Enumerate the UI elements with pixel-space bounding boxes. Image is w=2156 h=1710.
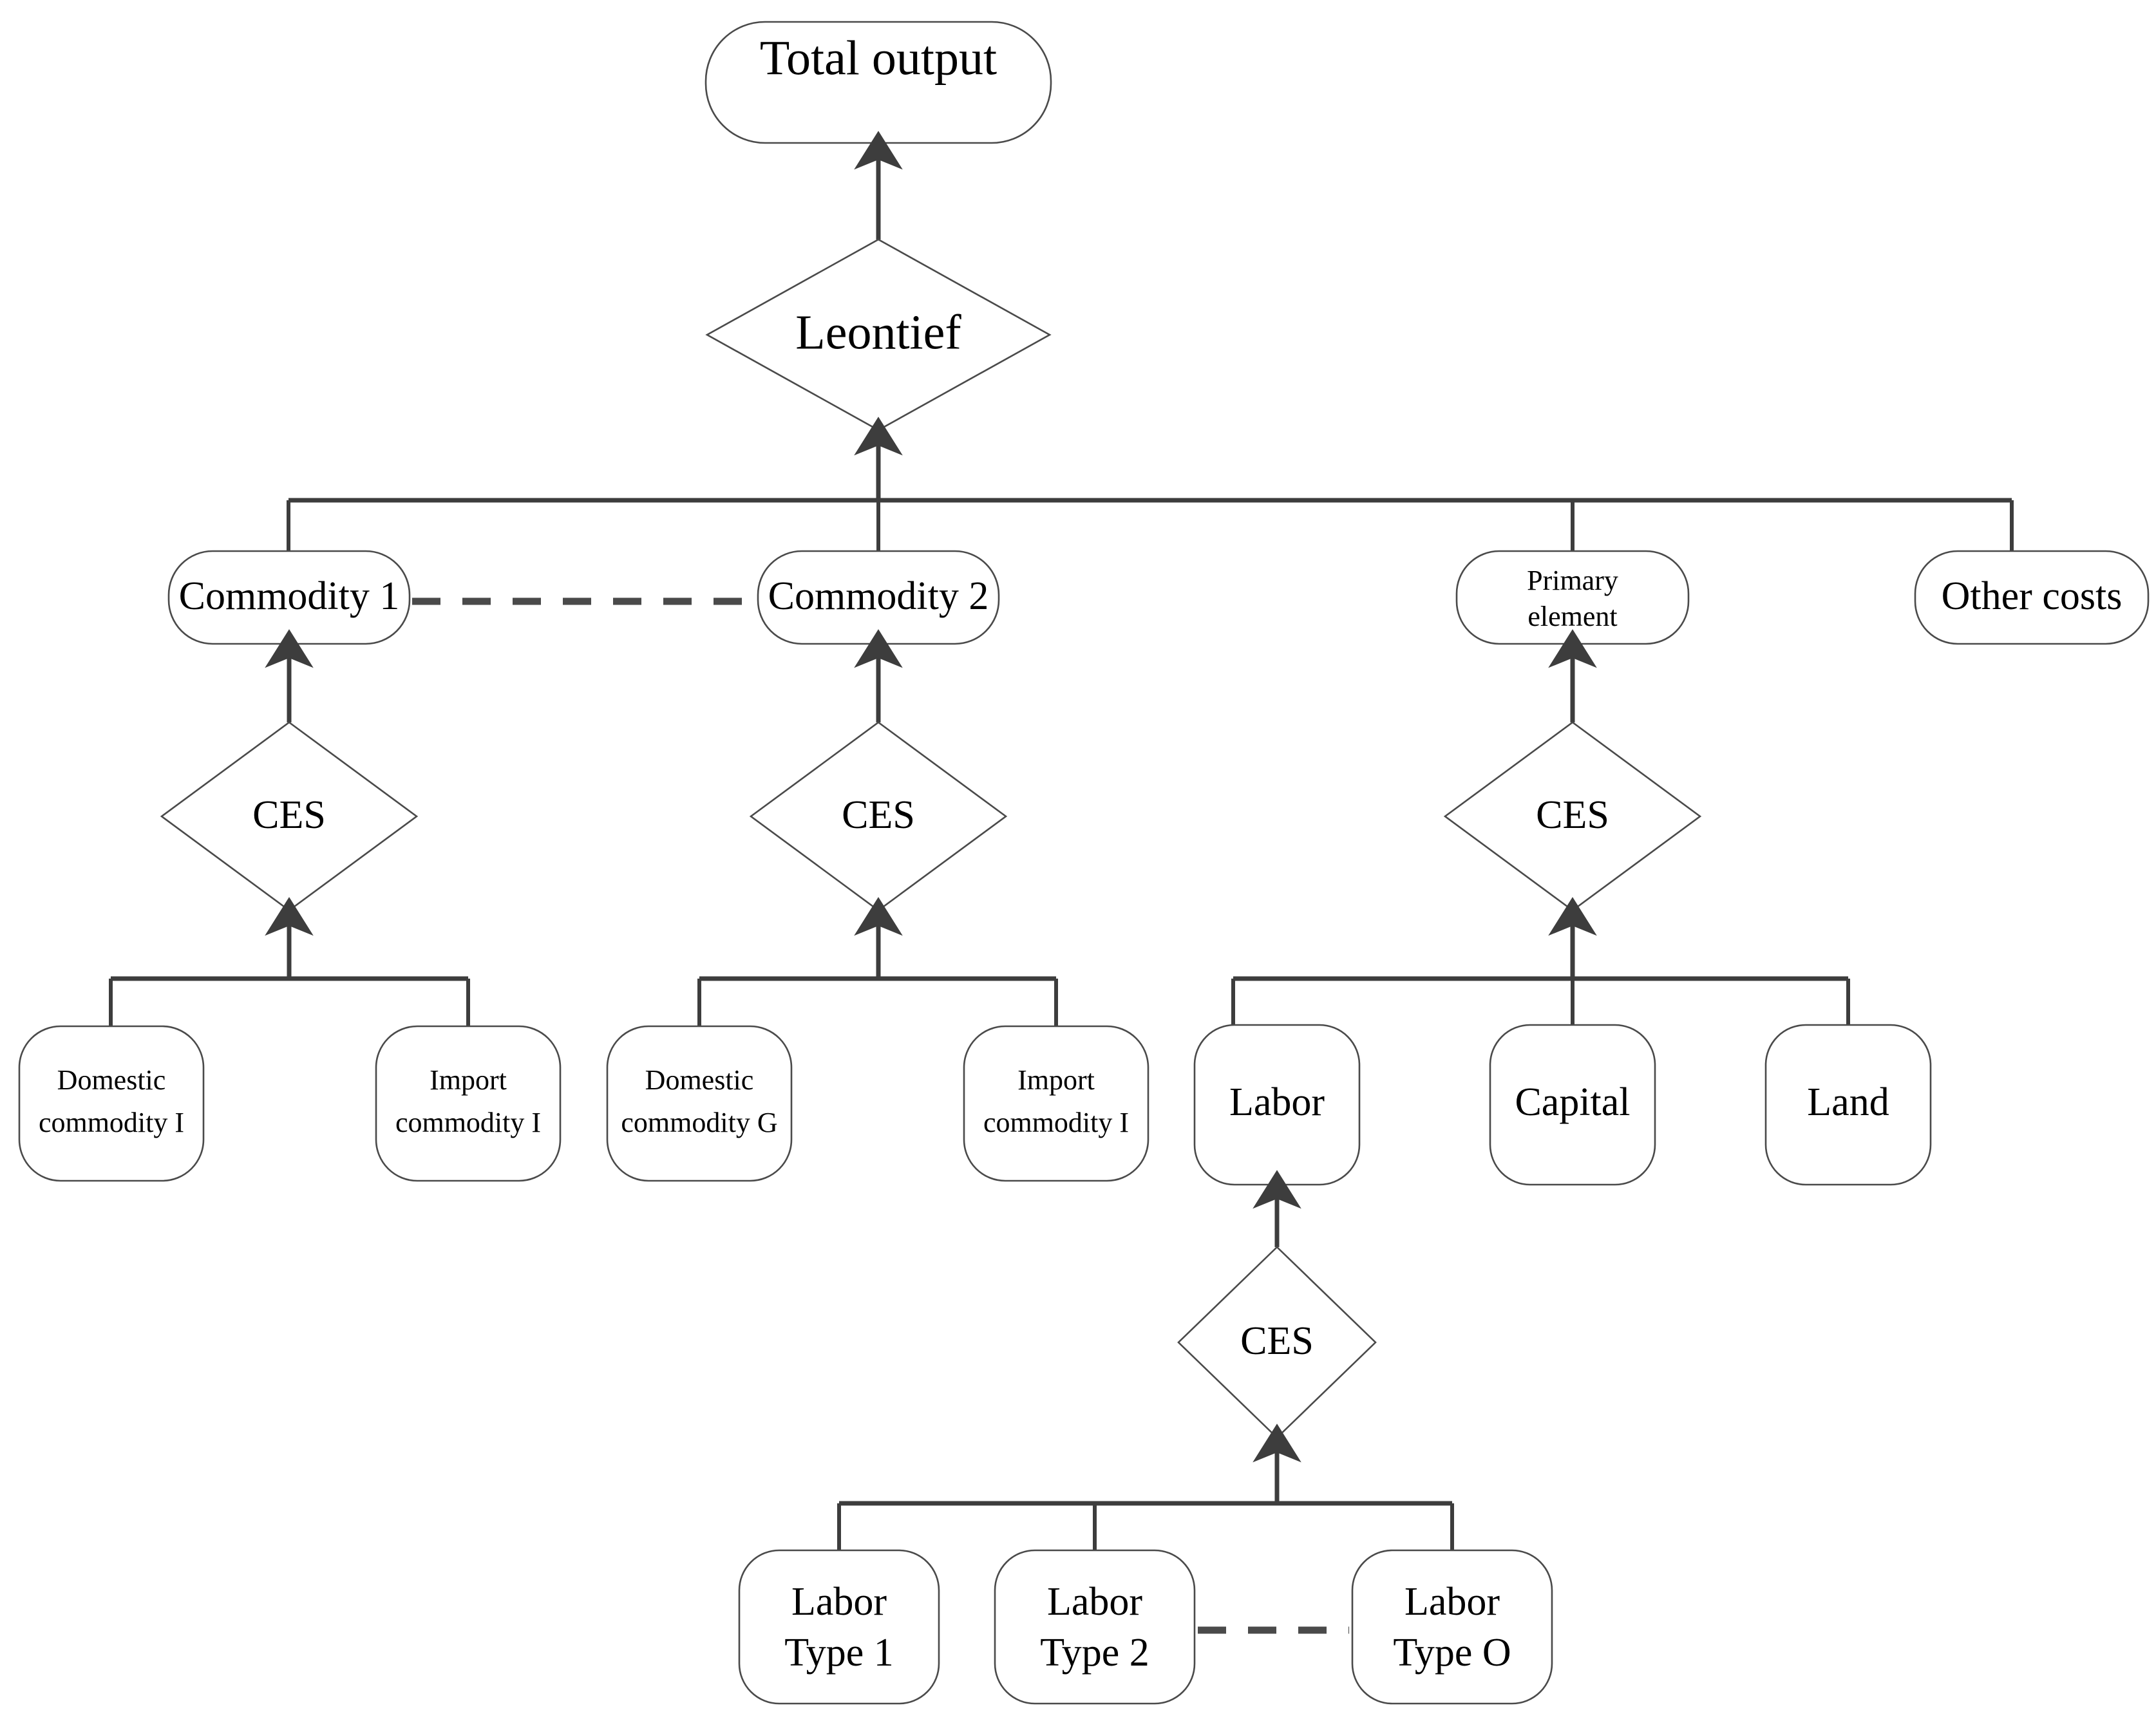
ces-commodity-2-label: CES [842,793,915,837]
node-domestic-commodity-g[interactable]: Domestic commodity G [606,1025,793,1182]
ces-labor-label: CES [1240,1319,1314,1363]
node-total-output[interactable]: Total output [704,21,1052,144]
node-import-commodity-i[interactable]: Import commodity I [375,1025,562,1182]
import-commodity-i-label-line1: Import [430,1064,507,1096]
ces-commodity-1-label: CES [252,793,326,837]
node-labor-type-1[interactable]: Labor Type 1 [738,1549,940,1705]
import-commodity-i-shape [375,1025,562,1182]
domestic-commodity-i-shape [18,1025,205,1182]
labor-type-1-shape [738,1549,940,1705]
import-commodity-i-2-label-line2: commodity I [983,1107,1129,1138]
node-ces-commodity-1[interactable]: CES [160,721,419,912]
connector-ces-primary-children [1231,976,1850,1025]
labor-type-o-shape [1351,1549,1553,1705]
land-shape [1764,1024,1932,1186]
domestic-commodity-i-label-line2: commodity I [39,1107,184,1138]
node-commodity-1[interactable]: Commodity 1 [167,550,411,645]
connector-ces-labor-children [837,1501,1454,1550]
other-costs-label: Other costs [1942,574,2123,618]
domestic-commodity-i-label-line1: Domestic [57,1064,166,1096]
node-primary-element[interactable]: Primary element [1455,550,1690,645]
primary-element-label-line2: element [1527,601,1617,632]
leontief-label: Leontief [795,305,961,359]
labor-type-2-label-line2: Type 2 [1040,1631,1149,1675]
domestic-commodity-g-label-line1: Domestic [645,1064,754,1096]
land-label: Land [1807,1080,1889,1124]
node-ces-labor[interactable]: CES [1177,1246,1377,1439]
node-leontief[interactable]: Leontief [705,238,1052,431]
node-capital[interactable]: Capital [1489,1024,1656,1186]
import-commodity-i-2-label-line1: Import [1017,1064,1095,1096]
import-commodity-i-2-shape [963,1025,1149,1182]
domestic-commodity-g-shape [606,1025,793,1182]
labor-label: Labor [1229,1080,1325,1124]
labor-type-o-label-line2: Type O [1393,1631,1511,1675]
connector-ces-commodity-1-children [109,976,470,1026]
other-costs-shape [1914,550,2150,645]
total-output-label: Total output [760,31,997,85]
import-commodity-i-label-line2: commodity I [395,1107,541,1138]
labor-type-1-label-line2: Type 1 [784,1631,894,1675]
node-labor[interactable]: Labor [1193,1024,1361,1186]
node-ces-commodity-2[interactable]: CES [749,721,1008,912]
node-land[interactable]: Land [1764,1024,1932,1186]
labor-type-o-label-line1: Labor [1404,1580,1500,1624]
node-commodity-2[interactable]: Commodity 2 [757,550,1000,645]
node-ces-primary[interactable]: CES [1443,721,1702,912]
primary-element-label-line1: Primary [1527,565,1618,596]
node-labor-type-o[interactable]: Labor Type O [1351,1549,1553,1705]
capital-shape [1489,1024,1656,1186]
node-import-commodity-i-2[interactable]: Import commodity I [963,1025,1149,1182]
connector-leontief-inputs [287,498,2014,551]
node-other-costs[interactable]: Other costs [1914,550,2150,645]
labor-type-2-shape [994,1549,1196,1705]
domestic-commodity-g-label-line2: commodity G [621,1107,777,1138]
node-labor-type-2[interactable]: Labor Type 2 [994,1549,1196,1705]
commodity-1-label: Commodity 1 [179,574,400,618]
labor-type-1-label-line1: Labor [791,1580,887,1624]
labor-type-2-label-line1: Labor [1047,1580,1142,1624]
capital-label: Capital [1515,1080,1630,1124]
ces-primary-label: CES [1536,793,1609,837]
connector-ces-commodity-2-children [697,976,1058,1026]
commodity-2-label: Commodity 2 [768,574,989,618]
node-domestic-commodity-i[interactable]: Domestic commodity I [18,1025,205,1182]
